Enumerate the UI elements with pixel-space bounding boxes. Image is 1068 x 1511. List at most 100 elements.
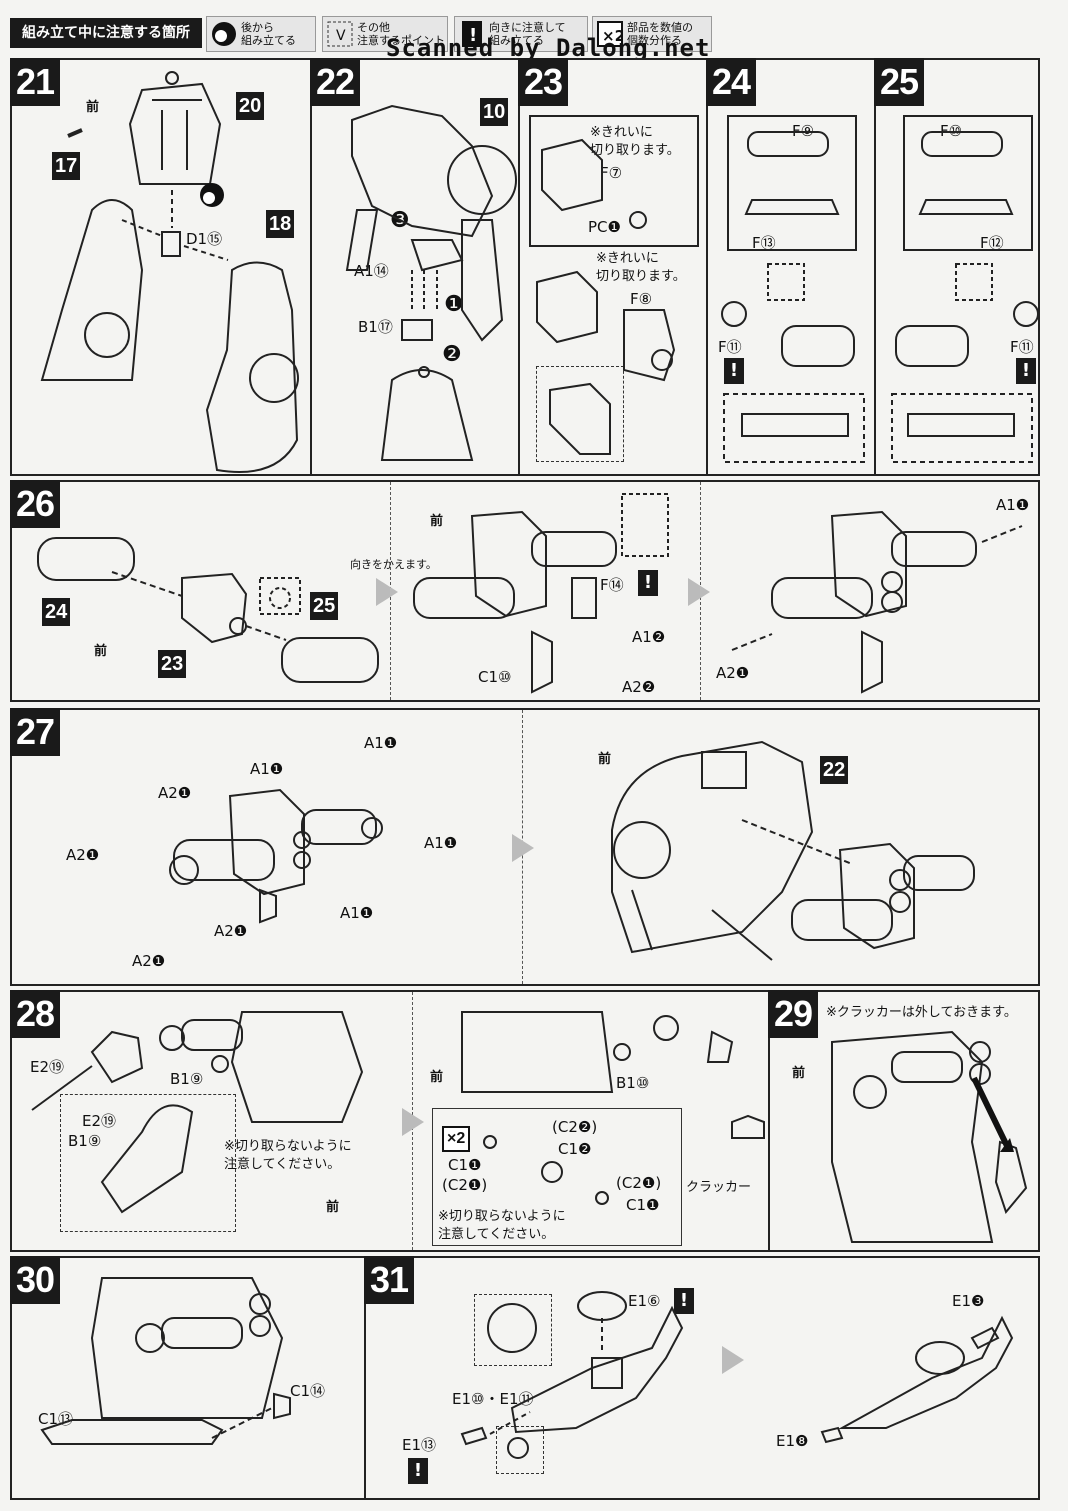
part-label: A1❶ bbox=[340, 904, 374, 922]
watermark: Scanned by Dalong.net bbox=[386, 34, 711, 62]
part-label: F⑦ bbox=[600, 164, 623, 182]
back-assemble-icon bbox=[212, 22, 236, 46]
step-number-22: 22 bbox=[310, 58, 361, 106]
cut-note: ※切り取らないように 注意してください。 bbox=[438, 1209, 566, 1242]
other-note-icon: V bbox=[327, 21, 353, 47]
part-label: A2❶ bbox=[214, 922, 248, 940]
part-label: A1❷ bbox=[632, 628, 666, 646]
part-label: B1⑨ bbox=[68, 1132, 102, 1150]
step-number-26: 26 bbox=[10, 480, 61, 528]
part-label: B1⑨ bbox=[170, 1070, 204, 1088]
step-30-illustration bbox=[40, 1277, 291, 1445]
direction-warning-icon: ! bbox=[724, 358, 744, 384]
step-number-31: 31 bbox=[364, 1256, 415, 1304]
next-arrow bbox=[376, 578, 398, 606]
part-label: E1⑩・E1⑪ bbox=[452, 1390, 534, 1408]
part-label: E1⑥ bbox=[628, 1292, 661, 1310]
step-number-25: 25 bbox=[874, 58, 925, 106]
part-label: F⑩ bbox=[940, 122, 963, 140]
next-arrow bbox=[512, 834, 534, 862]
header: 組み立て中に注意する箇所 後から 組み立てる V その他 注意するポイント ! … bbox=[10, 12, 1050, 52]
part-tag: 20 bbox=[236, 92, 265, 120]
row-step-26: 26 24 23 25 前 向きをかえます。 前 F⑭ ! A1❷ A2❷ C1… bbox=[10, 480, 1040, 702]
step-number-24: 24 bbox=[706, 58, 757, 106]
part-label: A2❶ bbox=[132, 952, 166, 970]
step-number-23: 23 bbox=[518, 58, 569, 106]
direction-note: 向きをかえます。 bbox=[350, 558, 437, 571]
row-step-27: 27 A1❶ A1❶ A2❶ A2❶ A1❶ A1❶ A2❶ A2❶ 前 22 bbox=[10, 708, 1040, 986]
part-tag: 23 bbox=[158, 650, 187, 678]
remove-note: ※クラッカーは外しておきます。 bbox=[826, 1005, 1017, 1020]
part-label: A1⑭ bbox=[354, 262, 389, 280]
cut-note: ※切り取らないように 注意してください。 bbox=[224, 1139, 352, 1172]
part-label: E1❽ bbox=[776, 1432, 809, 1450]
part-label: A1❶ bbox=[250, 760, 284, 778]
detail-box bbox=[536, 366, 624, 462]
legend-multiply: ×2 部品を数値の 個数分作る bbox=[592, 16, 712, 52]
part-label: E2⑲ bbox=[30, 1058, 65, 1076]
direction-warning-icon: ! bbox=[408, 1458, 428, 1484]
next-arrow bbox=[722, 1346, 744, 1374]
part-label: B1⑰ bbox=[358, 318, 393, 336]
part-label: C1⑩ bbox=[478, 668, 512, 686]
front-label: 前 bbox=[326, 1200, 340, 1215]
part-label: (C2❶) bbox=[442, 1176, 488, 1194]
part-label: PC❶ bbox=[588, 218, 621, 236]
order-marker: ❸ bbox=[390, 208, 410, 233]
front-label: 前 bbox=[430, 514, 444, 529]
part-label: F⑨ bbox=[792, 122, 815, 140]
part-tag: 18 bbox=[266, 210, 295, 238]
page-title: 組み立て中に注意する箇所 bbox=[10, 18, 202, 48]
order-marker: ❷ bbox=[442, 342, 462, 367]
part-label: A2❶ bbox=[158, 784, 192, 802]
cut-note: ※きれいに 切り取ります。 bbox=[596, 251, 686, 284]
detail-box bbox=[474, 1294, 552, 1366]
multiply-count-icon: ×2 bbox=[597, 21, 623, 47]
direction-warning-icon: ! bbox=[462, 21, 482, 47]
svg-text:×2: ×2 bbox=[602, 27, 623, 45]
direction-warning-icon: ! bbox=[1016, 358, 1036, 384]
legend-other-note: V その他 注意するポイント bbox=[322, 16, 448, 52]
row-steps-21-25: 21 前 20 17 18 D1⑮ 22 10 A1⑭ B1⑰ ❶ ❷ ❸ bbox=[10, 58, 1040, 476]
part-label: C1⑭ bbox=[290, 1382, 326, 1400]
svg-text:V: V bbox=[336, 28, 346, 44]
svg-text:!: ! bbox=[469, 25, 477, 46]
step-number-27: 27 bbox=[10, 708, 61, 756]
direction-warning-icon: ! bbox=[638, 570, 658, 596]
part-label: E2⑲ bbox=[82, 1112, 117, 1130]
part-label: C1❷ bbox=[558, 1140, 592, 1158]
part-label: A2❶ bbox=[716, 664, 750, 682]
next-arrow bbox=[688, 578, 710, 606]
step-number-30: 30 bbox=[10, 1256, 61, 1304]
part-label: F⑪ bbox=[718, 338, 742, 356]
part-tag: 17 bbox=[52, 152, 81, 180]
part-tag: 25 bbox=[310, 592, 339, 620]
part-label: F⑭ bbox=[600, 576, 624, 594]
part-label: E1❸ bbox=[952, 1292, 985, 1310]
front-label: 前 bbox=[86, 100, 100, 115]
detail-box bbox=[496, 1426, 544, 1474]
part-label: B1⑩ bbox=[616, 1074, 650, 1092]
detail-box bbox=[432, 1108, 682, 1246]
legend-back-assemble: 後から 組み立てる bbox=[206, 16, 316, 52]
detail-box bbox=[60, 1094, 236, 1232]
part-label: (C2❷) bbox=[552, 1118, 598, 1136]
row-steps-30-31: 30 C1⑬ C1⑭ 31 E1⑥ ! E1⑩・E1⑪ E1⑬ ! E1❸ E1… bbox=[10, 1256, 1040, 1500]
part-tag: 10 bbox=[480, 98, 509, 126]
part-label: (C2❶) bbox=[616, 1174, 662, 1192]
step-21-illustration bbox=[40, 71, 299, 473]
part-label: C1❶ bbox=[448, 1156, 482, 1174]
legend-direction-warning: ! 向きに注意して 組み立てる bbox=[454, 16, 588, 52]
part-label: F⑪ bbox=[1010, 338, 1034, 356]
direction-warning-icon: ! bbox=[674, 1288, 694, 1314]
part-label: F⑫ bbox=[980, 234, 1004, 252]
order-marker: ❶ bbox=[444, 292, 464, 317]
part-label: A1❶ bbox=[424, 834, 458, 852]
part-label: A1❶ bbox=[364, 734, 398, 752]
front-label: 前 bbox=[792, 1066, 806, 1081]
part-label: E1⑬ bbox=[402, 1436, 437, 1454]
part-label: F⑧ bbox=[630, 290, 653, 308]
front-label: 前 bbox=[598, 752, 612, 767]
multiply-count-icon: ×2 bbox=[442, 1126, 471, 1152]
part-label: A2❶ bbox=[66, 846, 100, 864]
